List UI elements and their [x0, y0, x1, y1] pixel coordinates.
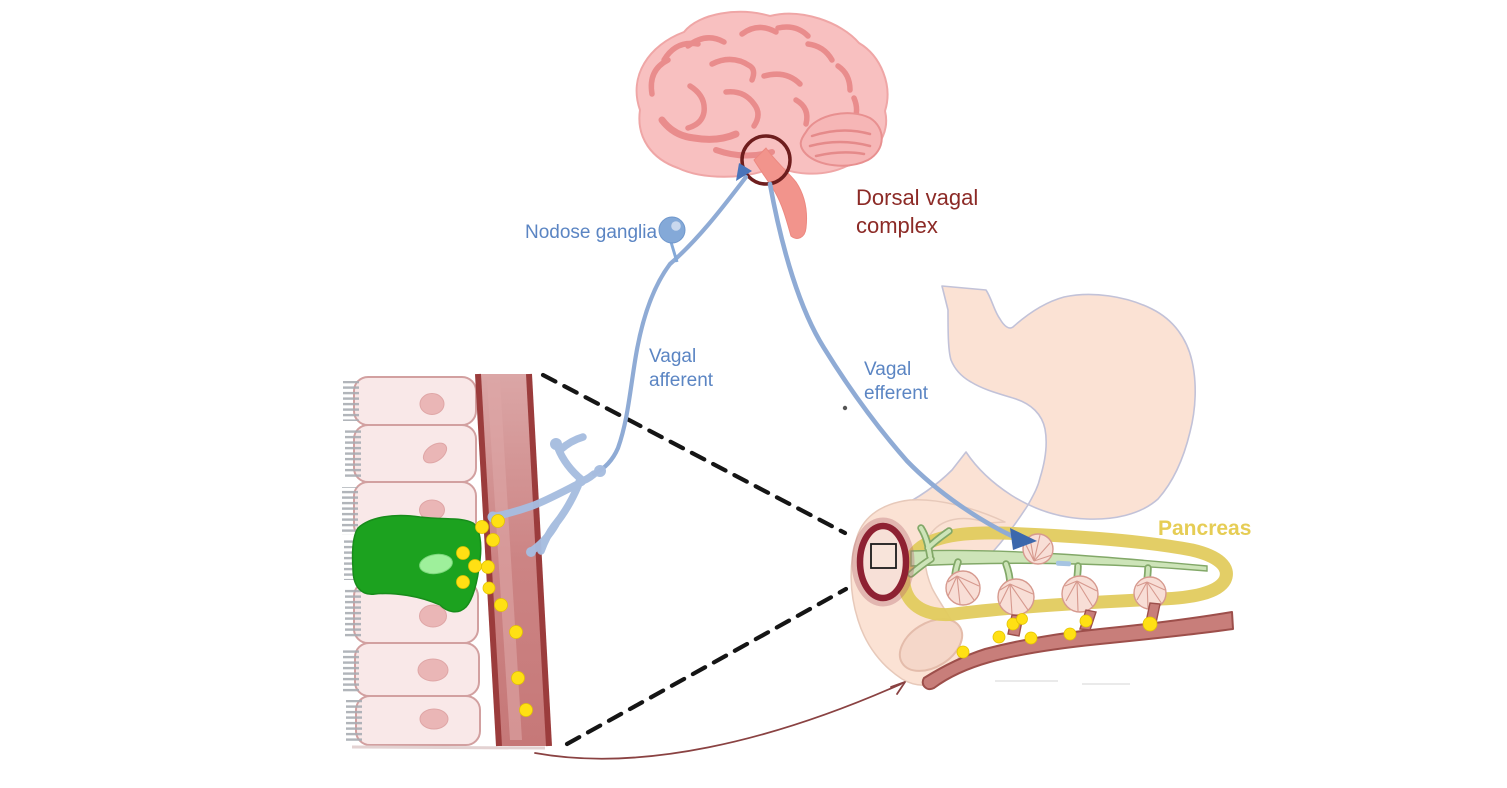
vagal-efferent-nerve — [767, 181, 1037, 550]
hormone-granules-blood — [956, 613, 1158, 659]
duodenum-cut-end — [898, 618, 964, 672]
vagal-afferent-label-line2: afferent — [649, 370, 714, 391]
vagal-afferent-nerve — [591, 163, 752, 477]
gut-to-pancreas-arrow — [534, 681, 906, 760]
acinus — [997, 578, 1035, 616]
afferent-arrowhead-into-brain — [736, 163, 752, 181]
enteroendocrine-cell — [351, 514, 482, 613]
cerebellum-ridges — [808, 129, 872, 158]
epithelial-cell — [354, 642, 480, 697]
epithelial-cells — [353, 376, 481, 746]
intestinal-epithelium — [342, 376, 546, 750]
dashed-line-lower — [564, 586, 849, 747]
epithelial-cell — [355, 695, 481, 746]
stray-speck — [842, 405, 848, 411]
vagal-afferent-label-line1: Vagal — [649, 346, 697, 367]
vagal-efferent-label: Vagal efferent — [864, 358, 928, 406]
dorsal-vagal-complex-circle — [740, 134, 792, 186]
pancreas-label: Pancreas — [1158, 517, 1252, 540]
magnifier-ring — [856, 522, 910, 602]
vagal-afferent-label: Vagal afferent — [649, 345, 713, 393]
efferent-arrowhead — [1010, 528, 1037, 550]
dorsal-vagal-complex-label-line1: Dorsal vagal — [856, 185, 979, 210]
stomach — [869, 285, 1196, 561]
dorsal-vagal-complex-label: Dorsal vagal complex — [856, 184, 978, 240]
nodose-ganglion — [658, 216, 686, 263]
shadow-smudges — [995, 680, 1130, 685]
enteroendocrine-nucleus — [419, 553, 453, 575]
duct-blue-mark — [1055, 560, 1071, 567]
epithelial-cell — [353, 424, 477, 483]
brain-sulci — [648, 24, 860, 159]
nodose-ganglia-label: Nodose ganglia — [525, 222, 658, 243]
dorsal-vagal-complex-label-line2: complex — [856, 213, 938, 238]
acinus — [1061, 575, 1099, 613]
brain — [635, 10, 889, 239]
brush-border — [342, 381, 362, 742]
vagal-afferent-terminal — [487, 433, 606, 557]
magnified-region-marker — [851, 517, 915, 607]
vagal-efferent-label-line1: Vagal — [864, 359, 912, 380]
mucosal-blood-vessel — [475, 373, 552, 747]
magnifier-square — [870, 543, 897, 569]
epithelium-base-line — [351, 745, 546, 750]
hormone-granules-mucosa — [456, 514, 533, 717]
cell-nuclei — [417, 393, 449, 730]
dashed-line-upper — [540, 372, 848, 536]
acinus — [945, 570, 981, 606]
pancreatic-blood-vessel — [921, 602, 1234, 690]
epithelial-cell — [353, 376, 477, 426]
zoom-dashed-lines — [540, 372, 849, 747]
vagal-efferent-label-line2: efferent — [864, 383, 929, 404]
